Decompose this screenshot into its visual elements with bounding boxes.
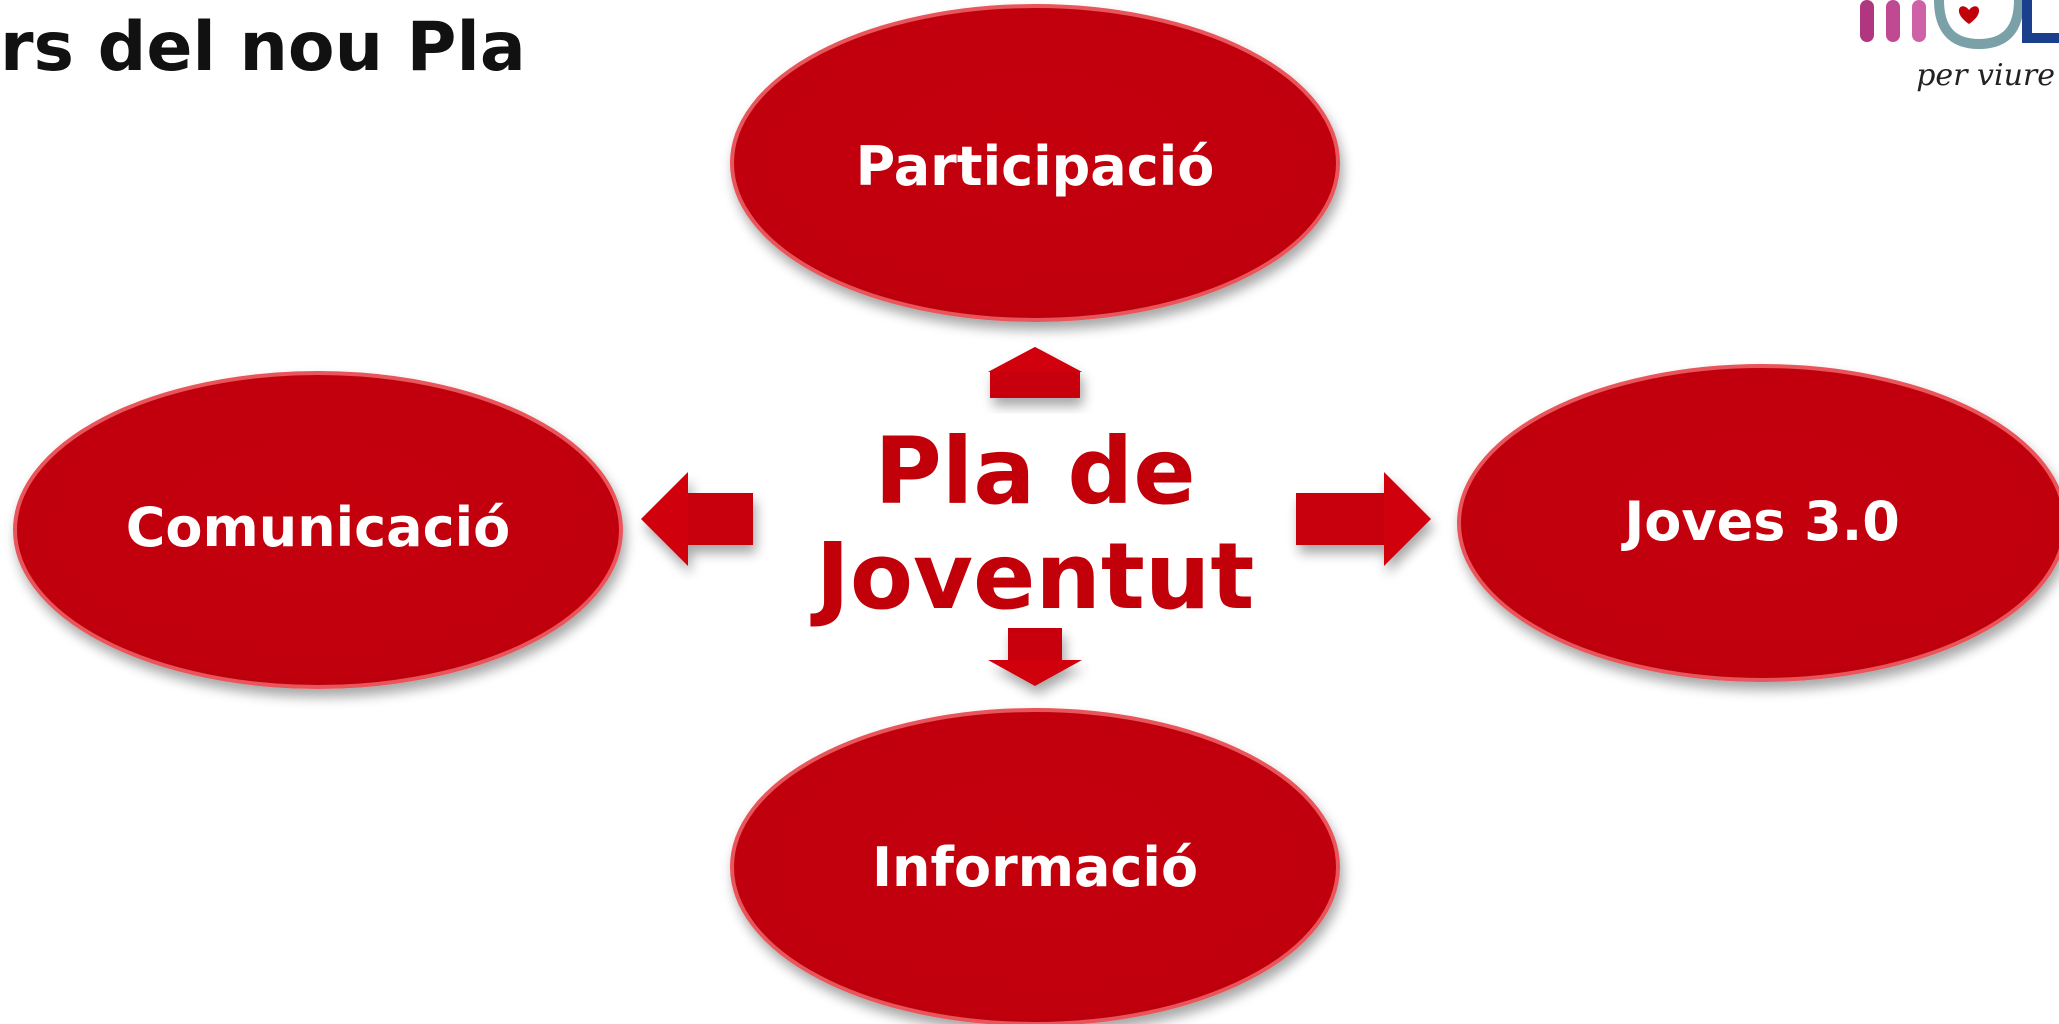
center-label-line2: Joventut xyxy=(810,523,1255,630)
center-label: Pla de Joventut xyxy=(810,418,1255,630)
brand-logo: per viure xyxy=(1789,0,2059,100)
arrow-left xyxy=(641,472,753,566)
node-joves: Joves 3.0 xyxy=(1457,364,2059,682)
node-informacio: Informació xyxy=(730,708,1340,1024)
node-participacio: Participació xyxy=(730,4,1340,322)
arrow-down xyxy=(988,628,1082,686)
node-joves-label: Joves 3.0 xyxy=(1620,490,1900,553)
arrow-up xyxy=(988,347,1082,398)
slide-title: rs del nou Pla xyxy=(0,8,526,87)
brand-logo-mark xyxy=(1860,0,2059,50)
node-comunicacio-label: Comunicació xyxy=(126,496,510,559)
center-label-line1: Pla de xyxy=(874,418,1195,525)
node-informacio-label: Informació xyxy=(872,836,1198,899)
node-comunicacio: Comunicació xyxy=(13,371,623,689)
node-participacio-label: Participació xyxy=(856,135,1215,198)
brand-logo-tagline: per viure xyxy=(1916,58,2055,93)
arrow-right xyxy=(1296,472,1431,566)
